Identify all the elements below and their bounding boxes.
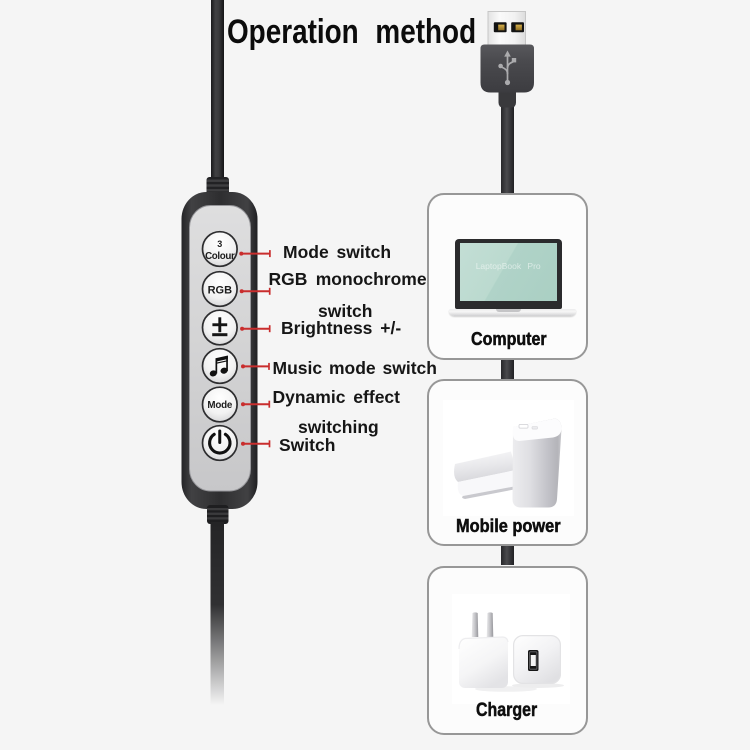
svg-text:3: 3 [217, 239, 222, 249]
svg-text:RGB: RGB [208, 285, 233, 297]
svg-text:Mode: Mode [207, 400, 233, 411]
svg-text:Colour: Colour [205, 251, 235, 262]
